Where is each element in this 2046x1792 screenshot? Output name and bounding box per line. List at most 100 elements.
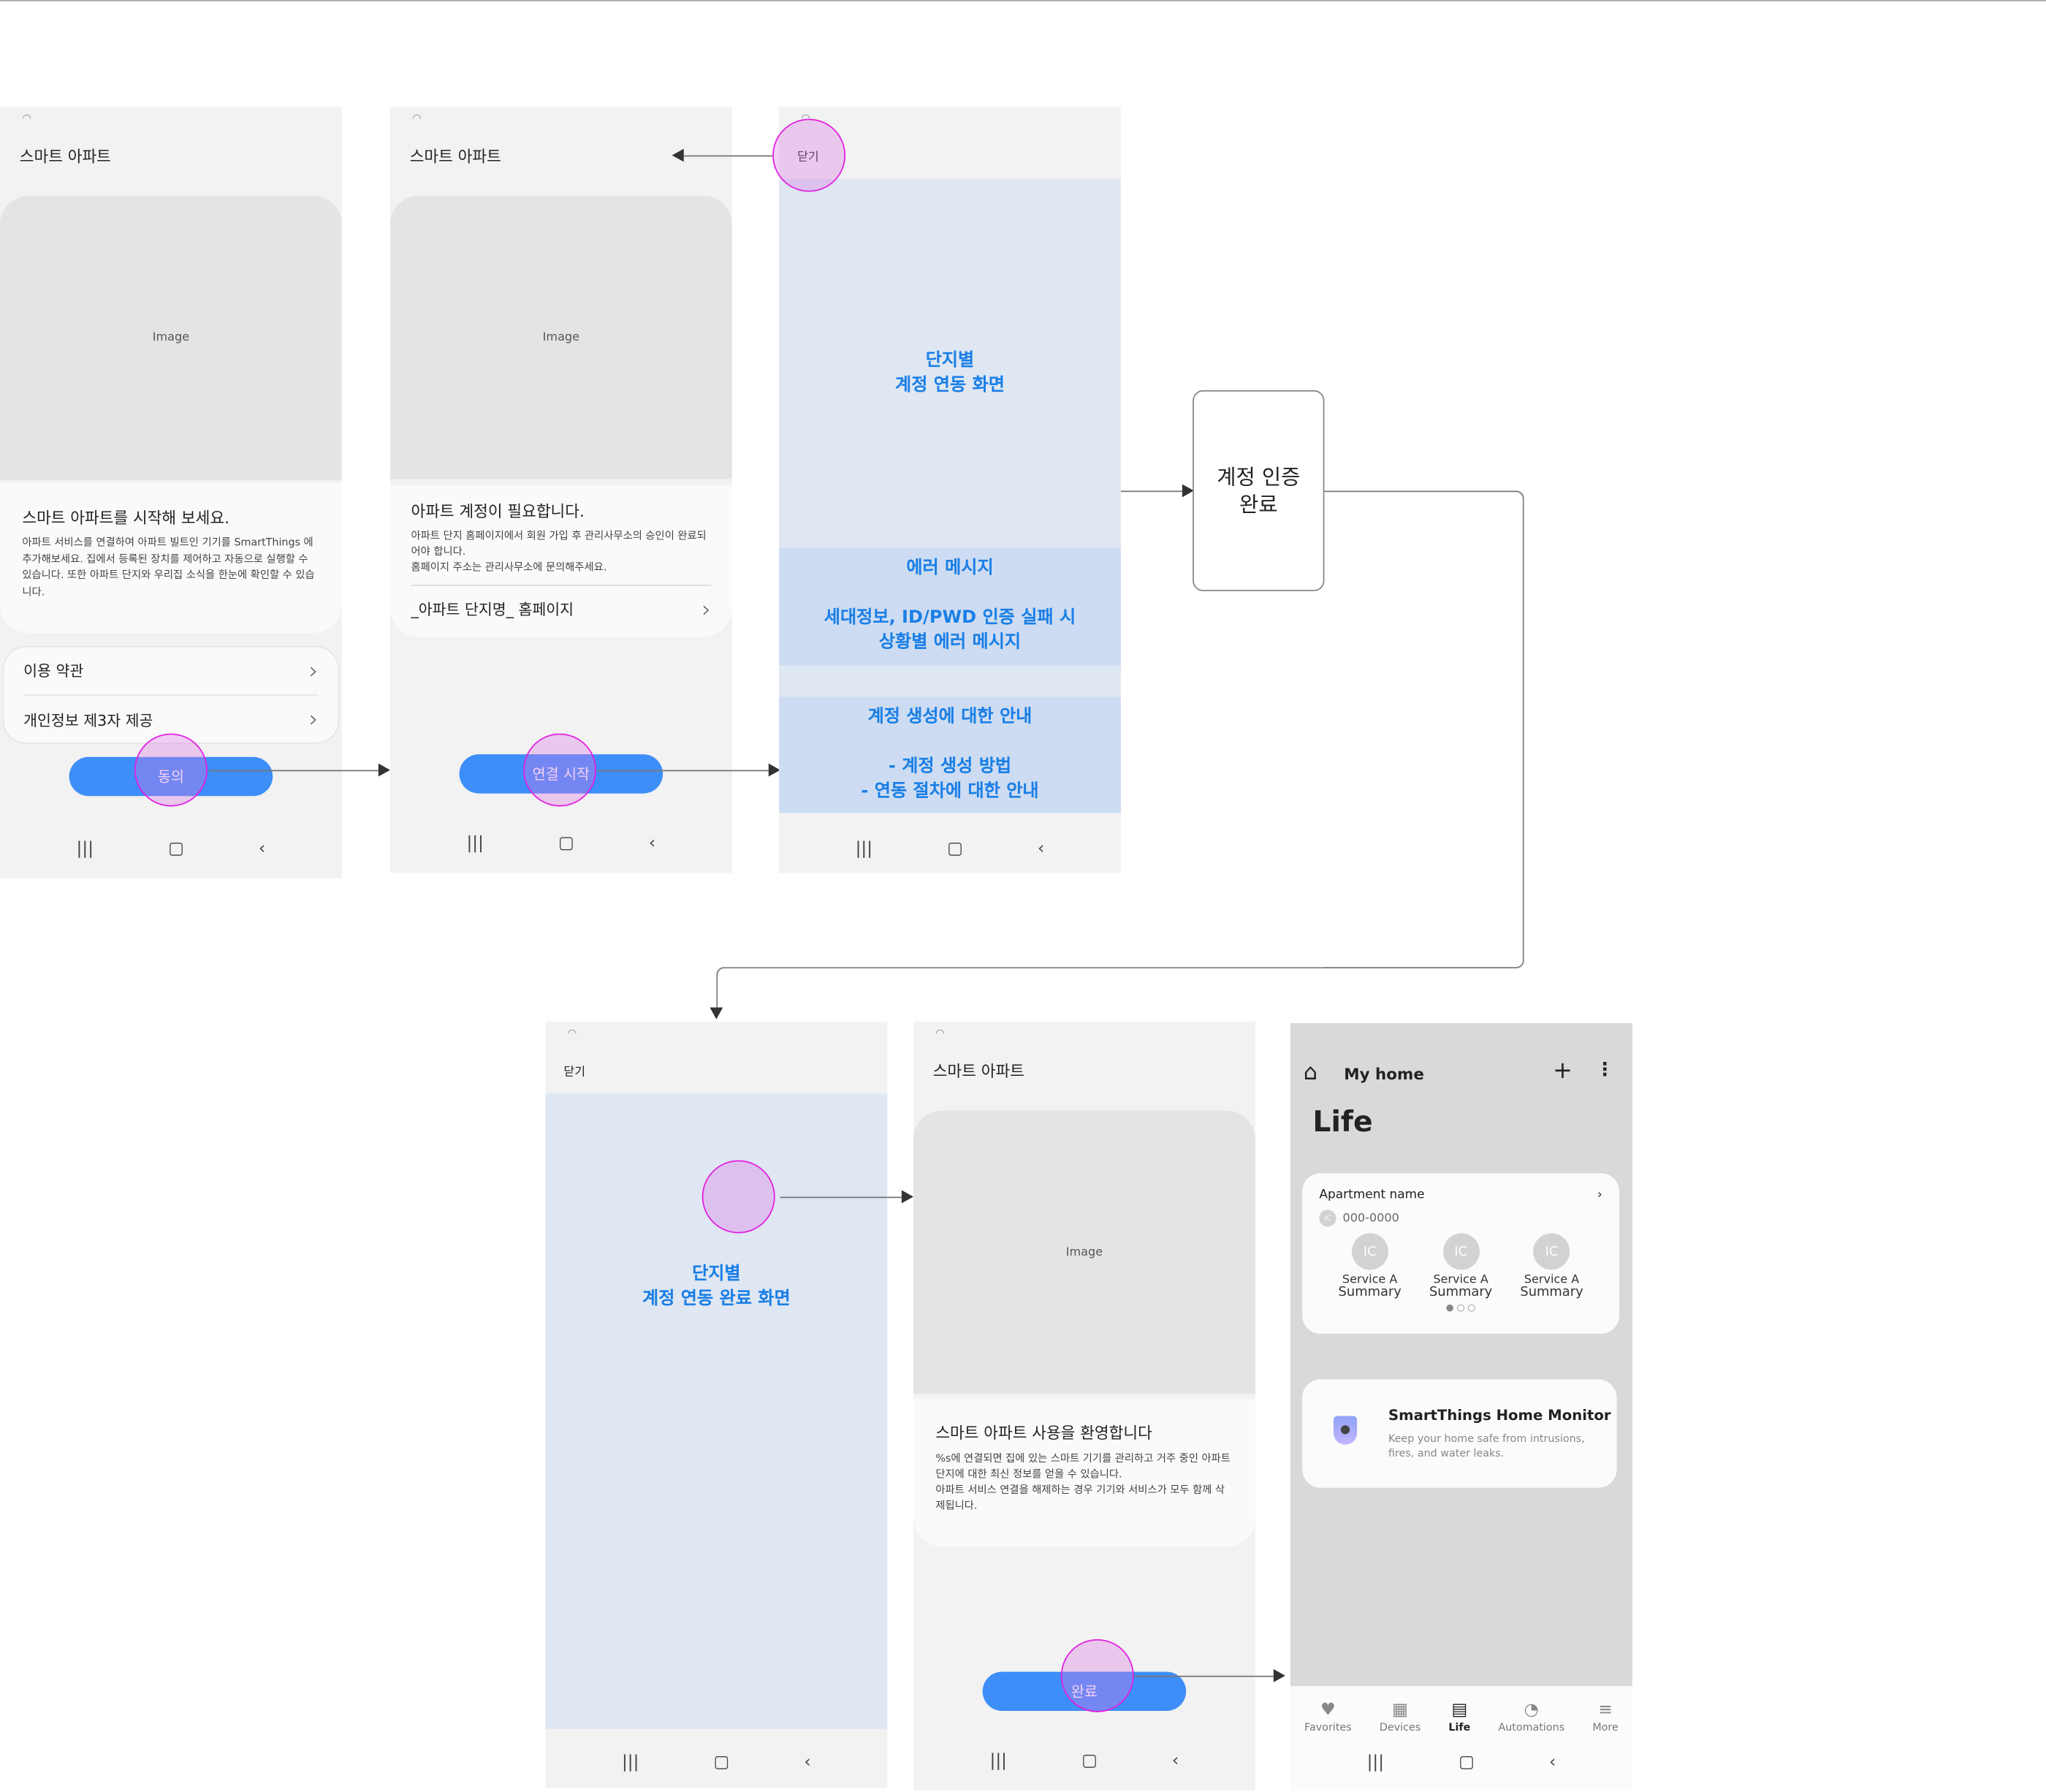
tab-favorites[interactable]: ♥Favorites [1304,1700,1352,1734]
monitor-desc: Keep your home safe from intrusions, fir… [1388,1432,1585,1459]
privacy-item[interactable]: 개인정보 제3자 제공 › [23,696,319,744]
tap-highlight [772,118,846,192]
screen-start: ◠ 스마트 아파트 Image 스마트 아파트를 시작해 보세요. 아파트 서비… [0,107,342,878]
system-nav: ||| ▢ ‹ [779,839,1121,859]
home-nav-icon[interactable]: ▢ [713,1753,730,1772]
chevron-right-icon[interactable]: › [1597,1187,1602,1202]
home-nav-icon[interactable]: ▢ [558,834,574,854]
image-placeholder: Image [389,195,732,479]
terms-label: 이용 약관 [23,661,84,680]
system-nav: ||| ▢ ‹ [1290,1753,1632,1772]
account-body: 아파트 단지 홈페이지에서 회원 가입 후 관리사무소의 승인이 완료되어야 합… [411,529,707,558]
wifi-icon: ◠ [935,1027,945,1039]
homepage-label: _아파트 단지명_ 홈페이지 [411,600,574,619]
error-title: 에러 메시지 [906,557,994,579]
screen-title: 스마트 아파트 [409,147,501,166]
tab-automations[interactable]: ◔Automations [1498,1700,1565,1734]
account-card: 아파트 계정이 필요합니다. 아파트 단지 홈페이지에서 회원 가입 후 관리사… [389,485,732,637]
home-icon: ⌂ [1303,1059,1318,1086]
recent-apps-icon[interactable]: ||| [855,839,873,859]
wifi-icon: ◠ [567,1027,577,1039]
guide-item: - 계정 생성 방법 [888,755,1012,777]
home-selector[interactable]: My home [1344,1065,1424,1084]
link-area: 단지별 계정 연동 화면 [779,178,1121,548]
terms-item[interactable]: 이용 약관› [23,648,319,696]
welcome-heading: 스마트 아파트 사용을 환영합니다 [935,1424,1152,1443]
guide-item: - 연동 절차에 대한 안내 [861,780,1039,802]
back-icon[interactable]: ‹ [1037,839,1045,859]
arrow-head-icon [901,1190,913,1204]
back-icon[interactable]: ‹ [648,834,656,854]
back-icon[interactable]: ‹ [1548,1753,1556,1772]
chevron-right-icon: › [308,706,319,734]
flow-arrow [1133,1675,1274,1677]
screen-title: 스마트 아파트 [19,147,111,166]
recent-apps-icon[interactable]: ||| [466,834,484,854]
tab-devices[interactable]: ▦Devices [1379,1700,1421,1734]
tab-life[interactable]: ▤Life [1448,1700,1471,1734]
service-icon: IC [1442,1233,1480,1270]
tap-highlight [523,733,597,807]
close-button[interactable]: 닫기 [563,1066,585,1079]
screen-link-complete: ◠ 닫기 단지별 계정 연동 완료 화면 |||▢‹ [545,1022,888,1788]
welcome-body: %s에 연결되면 집에 있는 스마트 기기를 관리하고 거주 중인 아파트 단지… [935,1452,1231,1480]
chevron-right-icon: › [701,596,712,623]
devices-grid-icon: ▦ [1392,1700,1408,1720]
error-area: 에러 메시지 세대정보, ID/PWD 인증 실패 시 상황별 에러 메시지 [779,547,1121,666]
heart-icon: ♥ [1320,1700,1336,1720]
guide-area: 계정 생성에 대한 안내 - 계정 생성 방법 - 연동 절차에 대한 안내 [779,696,1121,813]
home-nav-icon[interactable]: ▢ [1459,1753,1475,1772]
flow-connector [716,967,1330,1009]
flow-arrow [683,155,773,157]
arrow-head-icon [378,763,390,777]
phone-icon: IC [1319,1210,1336,1227]
homepage-link[interactable]: _아파트 단지명_ 홈페이지 › [411,586,711,633]
add-icon[interactable]: + [1552,1057,1572,1085]
back-icon[interactable]: ‹ [1171,1751,1179,1772]
top-divider [0,0,2046,1]
wifi-icon: ◠ [412,112,422,124]
image-placeholder: Image [0,195,342,481]
privacy-label: 개인정보 제3자 제공 [23,710,153,729]
link-label: 단지별 [925,349,975,371]
recent-apps-icon[interactable]: ||| [76,839,94,859]
arrow-head-icon [710,1007,723,1020]
phone-number: 000-0000 [1342,1212,1399,1225]
arrow-head-icon [768,763,780,777]
shield-lock-icon: ● [1333,1416,1358,1445]
terms-list: 이용 약관› 개인정보 제3자 제공 › [2,645,340,744]
recent-apps-icon[interactable]: ||| [1366,1753,1385,1772]
home-nav-icon[interactable]: ▢ [167,839,184,859]
more-options-icon[interactable]: ⋮ [1595,1059,1614,1081]
tap-highlight [134,733,208,807]
tab-more[interactable]: ≡More [1592,1700,1619,1734]
welcome-card: 스마트 아파트 사용을 환영합니다 %s에 연결되면 집에 있는 스마트 기기를… [913,1399,1255,1547]
error-desc-2: 상황별 에러 메시지 [878,631,1022,653]
guide-title: 계정 생성에 대한 안내 [867,706,1032,727]
account-heading: 아파트 계정이 필요합니다. [411,502,585,521]
back-icon[interactable]: ‹ [258,839,266,859]
recent-apps-icon[interactable]: ||| [621,1753,639,1772]
tap-highlight [1060,1639,1134,1712]
home-nav-icon[interactable]: ▢ [1081,1751,1098,1772]
recent-apps-icon[interactable]: ||| [989,1751,1008,1772]
arrow-head-icon [672,148,684,162]
back-icon[interactable]: ‹ [804,1753,811,1772]
link-label-2: 계정 연동 화면 [895,374,1005,396]
intro-card: 스마트 아파트를 시작해 보세요. 아파트 서비스를 연결하여 아파트 빌트인 … [0,482,342,634]
auth-label: 계정 인증 [1217,464,1301,490]
welcome-body-2: 아파트 서비스 연결을 해제하는 경우 기기와 서비스가 모두 함께 삭제됩니다… [935,1484,1225,1511]
auth-complete-box: 계정 인증 완료 [1193,390,1325,591]
flow-arrow [1120,490,1182,493]
life-icon: ▤ [1451,1700,1468,1720]
home-monitor-card[interactable]: ● SmartThings Home Monitor Keep your hom… [1302,1379,1617,1488]
auth-label-2: 완료 [1239,492,1278,517]
bottom-bar: ♥Favorites ▦Devices ▤Life ◔Automations ≡… [1290,1686,1632,1791]
home-nav-icon[interactable]: ▢ [947,839,964,859]
